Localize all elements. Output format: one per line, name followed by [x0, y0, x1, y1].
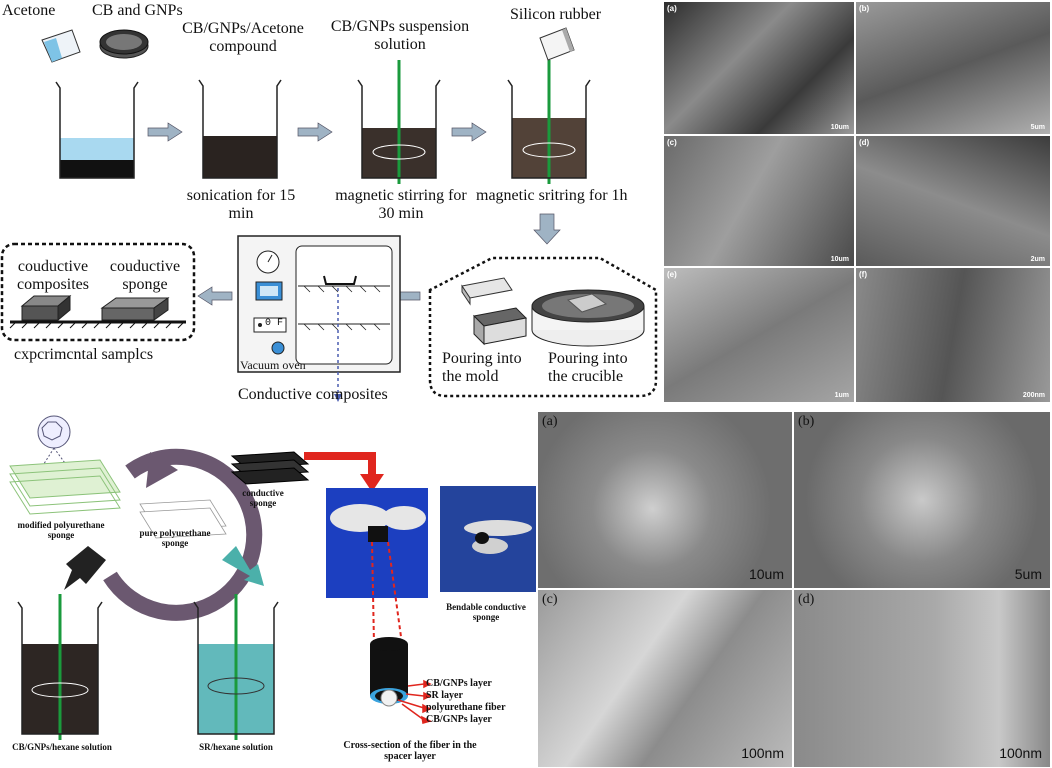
pure-sponge-icon	[139, 499, 227, 539]
step-stirring-30: magnetic stirring for 30 min	[335, 187, 467, 222]
bendable-label: Bendable conductive sponge	[446, 602, 526, 622]
acetone-vial-icon	[41, 29, 81, 63]
sem-panel-a: (a) 10um	[664, 2, 854, 134]
sem-panel-bottom-b: (b) 5um	[794, 412, 1050, 588]
sem-tag: (e)	[667, 270, 677, 279]
silicon-rubber-label: Silicon rubber	[510, 6, 602, 23]
layer-label-4: CB/GNPs layer	[426, 714, 492, 725]
oven-display: 0 F	[265, 318, 284, 329]
sem-panel-bottom-c: (c) 100nm	[538, 590, 792, 767]
cb-gnps-label: CB and GNPs	[92, 2, 183, 19]
conductive-sponge-label: conductive sponge	[242, 488, 284, 508]
sem-panel-e: (e) 1um	[664, 268, 854, 402]
vacuum-oven-icon	[237, 235, 401, 402]
pure-sponge-label: pure polyurethane sponge	[139, 528, 211, 548]
beaker-acetone	[55, 81, 139, 179]
sem-tag: (c)	[667, 138, 677, 147]
layer-label-1: CB/GNPs layer	[426, 678, 492, 689]
top-process-graphics	[0, 27, 658, 402]
sem-scale: 5um	[1030, 124, 1045, 131]
sem-scale: 100nm	[741, 745, 784, 761]
mold-icon	[461, 277, 528, 346]
sample-sponge-label: couductive sponge	[109, 258, 181, 293]
beaker-rubber	[507, 60, 591, 184]
pouring-crucible-label: Pouring into the crucible	[548, 350, 628, 385]
sem-tag: (a)	[542, 414, 558, 429]
crucible-icon	[531, 289, 645, 347]
pouring-mold-label: Pouring into the mold	[442, 350, 522, 385]
cycle-ring-icon	[103, 448, 263, 621]
modified-sponge-icon	[9, 459, 121, 515]
beaker-cb-hexane	[17, 594, 103, 740]
compound-title: CB/GNPs/Acetone compound	[182, 20, 304, 55]
sem-scale: 10um	[830, 256, 849, 263]
suspension-title: CB/GNPs suspension solution	[330, 18, 470, 53]
cb-dish-icon	[99, 29, 149, 59]
samples-caption: cxpcrimcntal samplcs	[14, 346, 154, 363]
sem-scale: 5um	[1014, 566, 1042, 582]
sem-tag: (d)	[859, 138, 870, 147]
sem-tag: (a)	[667, 4, 677, 13]
layer-label-3: polyurethane fiber	[426, 702, 506, 713]
beaker-compound	[198, 79, 282, 179]
fiber-cross-section-icon	[370, 637, 408, 707]
cb-hexane-label: CB/GNPs/hexane solution	[12, 742, 112, 752]
sr-hexane-label: SR/hexane solution	[199, 742, 273, 752]
sem-tag: (f)	[859, 270, 867, 279]
sem-panel-d: (d) 2um	[856, 136, 1050, 266]
sem-tag: (d)	[798, 592, 815, 607]
sem-tag: (c)	[542, 592, 558, 607]
sem-scale: 1um	[834, 392, 849, 399]
acetone-label: Acetone	[2, 2, 56, 19]
sem-scale: 200nm	[1022, 392, 1045, 399]
sem-scale: 10um	[748, 566, 784, 582]
sem-scale: 100nm	[999, 745, 1042, 761]
sem-panel-b: (b) 5um	[856, 2, 1050, 134]
layer-label-2: SR layer	[426, 690, 463, 701]
sem-scale: 2um	[1030, 256, 1045, 263]
sem-tag: (b)	[798, 414, 815, 429]
modified-sponge-label: modified polyurethane sponge	[17, 520, 105, 540]
sem-panel-c: (c) 10um	[664, 136, 854, 266]
sem-panel-bottom-a: (a) 10um	[538, 412, 792, 588]
sem-tag: (b)	[859, 4, 870, 13]
bendable-photo	[440, 486, 536, 592]
squeeze-photo	[326, 488, 428, 598]
conductive-sponge-icon	[230, 451, 310, 485]
bottom-process-graphics	[9, 415, 536, 740]
sem-panel-bottom-d: (d) 100nm	[794, 590, 1050, 767]
cross-section-label: Cross-section of the fiber in the spacer…	[343, 740, 477, 762]
samples-icon	[9, 294, 186, 329]
sem-panel-f: (f) 200nm	[856, 268, 1050, 402]
step-stirring-1h: magnetic sritring for 1h	[476, 187, 628, 204]
step-sonication: sonication for 15 min	[186, 187, 296, 222]
sem-scale: 10um	[830, 124, 849, 131]
silicon-rubber-vial-icon	[539, 27, 575, 61]
beaker-suspension	[357, 60, 441, 184]
output-label: Conductive composites	[238, 386, 388, 403]
oven-label: Vacuum oven	[240, 358, 306, 372]
sample-composites-label: couductive composites	[17, 258, 89, 293]
beaker-sr-hexane	[193, 594, 279, 740]
